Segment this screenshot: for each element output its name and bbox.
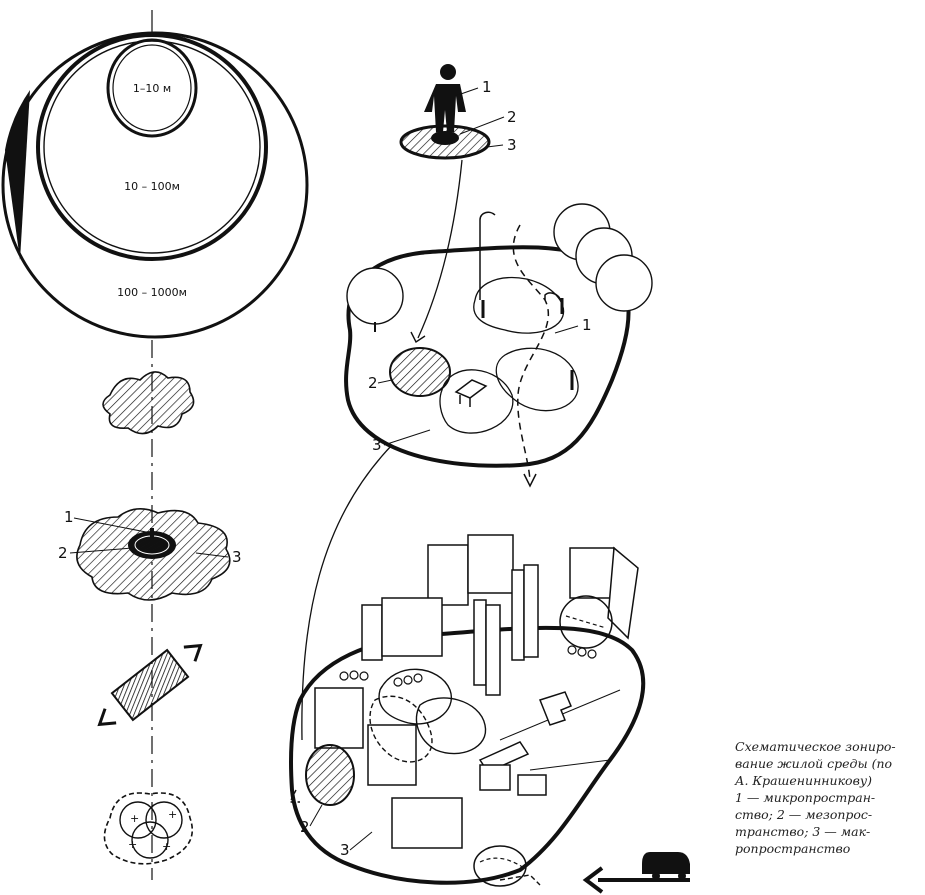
scale-label-outer: 100 – 1000м xyxy=(117,286,187,299)
label-1-small: 1 xyxy=(64,508,74,526)
tree-icon xyxy=(347,204,652,332)
caption-line: 1 — микропростран- xyxy=(735,789,923,806)
svg-text:+: + xyxy=(168,808,177,821)
caption-line: ропространство xyxy=(735,840,923,857)
caption-line: А. Крашенинникову) xyxy=(735,772,923,789)
caption-line: Схематическое зониро- xyxy=(735,738,923,755)
scale-label-inner: 1–10 м xyxy=(133,82,171,95)
label-3-courtyard: 3 xyxy=(372,436,382,454)
label-3-person: 3 xyxy=(507,136,517,154)
district-zone xyxy=(290,535,643,886)
label-1-courtyard: 1 xyxy=(582,316,592,334)
svg-text:+: + xyxy=(162,840,171,853)
svg-text:+: + xyxy=(130,812,139,825)
scale-label-middle: 10 – 100м xyxy=(124,180,180,193)
label-2-person: 2 xyxy=(507,108,517,126)
car-icon xyxy=(642,852,690,880)
label-1-person: 1 xyxy=(482,78,492,96)
label-3-small: 3 xyxy=(232,548,242,566)
caption-line: вание жилой среды (по xyxy=(735,755,923,772)
person-icon xyxy=(424,64,466,132)
label-2-district: 2 xyxy=(300,818,310,836)
hatched-blob-symbol xyxy=(103,372,194,434)
label-2-courtyard: 2 xyxy=(368,374,378,392)
figure-caption: Схематическое зониро- вание жилой среды … xyxy=(735,738,923,857)
label-2-small: 2 xyxy=(58,544,68,562)
svg-text:+: + xyxy=(128,838,137,851)
label-3-district: 3 xyxy=(340,841,350,859)
bench-icon xyxy=(456,380,486,407)
road-symbol xyxy=(89,632,211,738)
caption-line: ство; 2 — мезопрос- xyxy=(735,806,923,823)
caption-line: транство; 3 — мак- xyxy=(735,823,923,840)
circles-symbol: + + + + xyxy=(104,793,192,864)
